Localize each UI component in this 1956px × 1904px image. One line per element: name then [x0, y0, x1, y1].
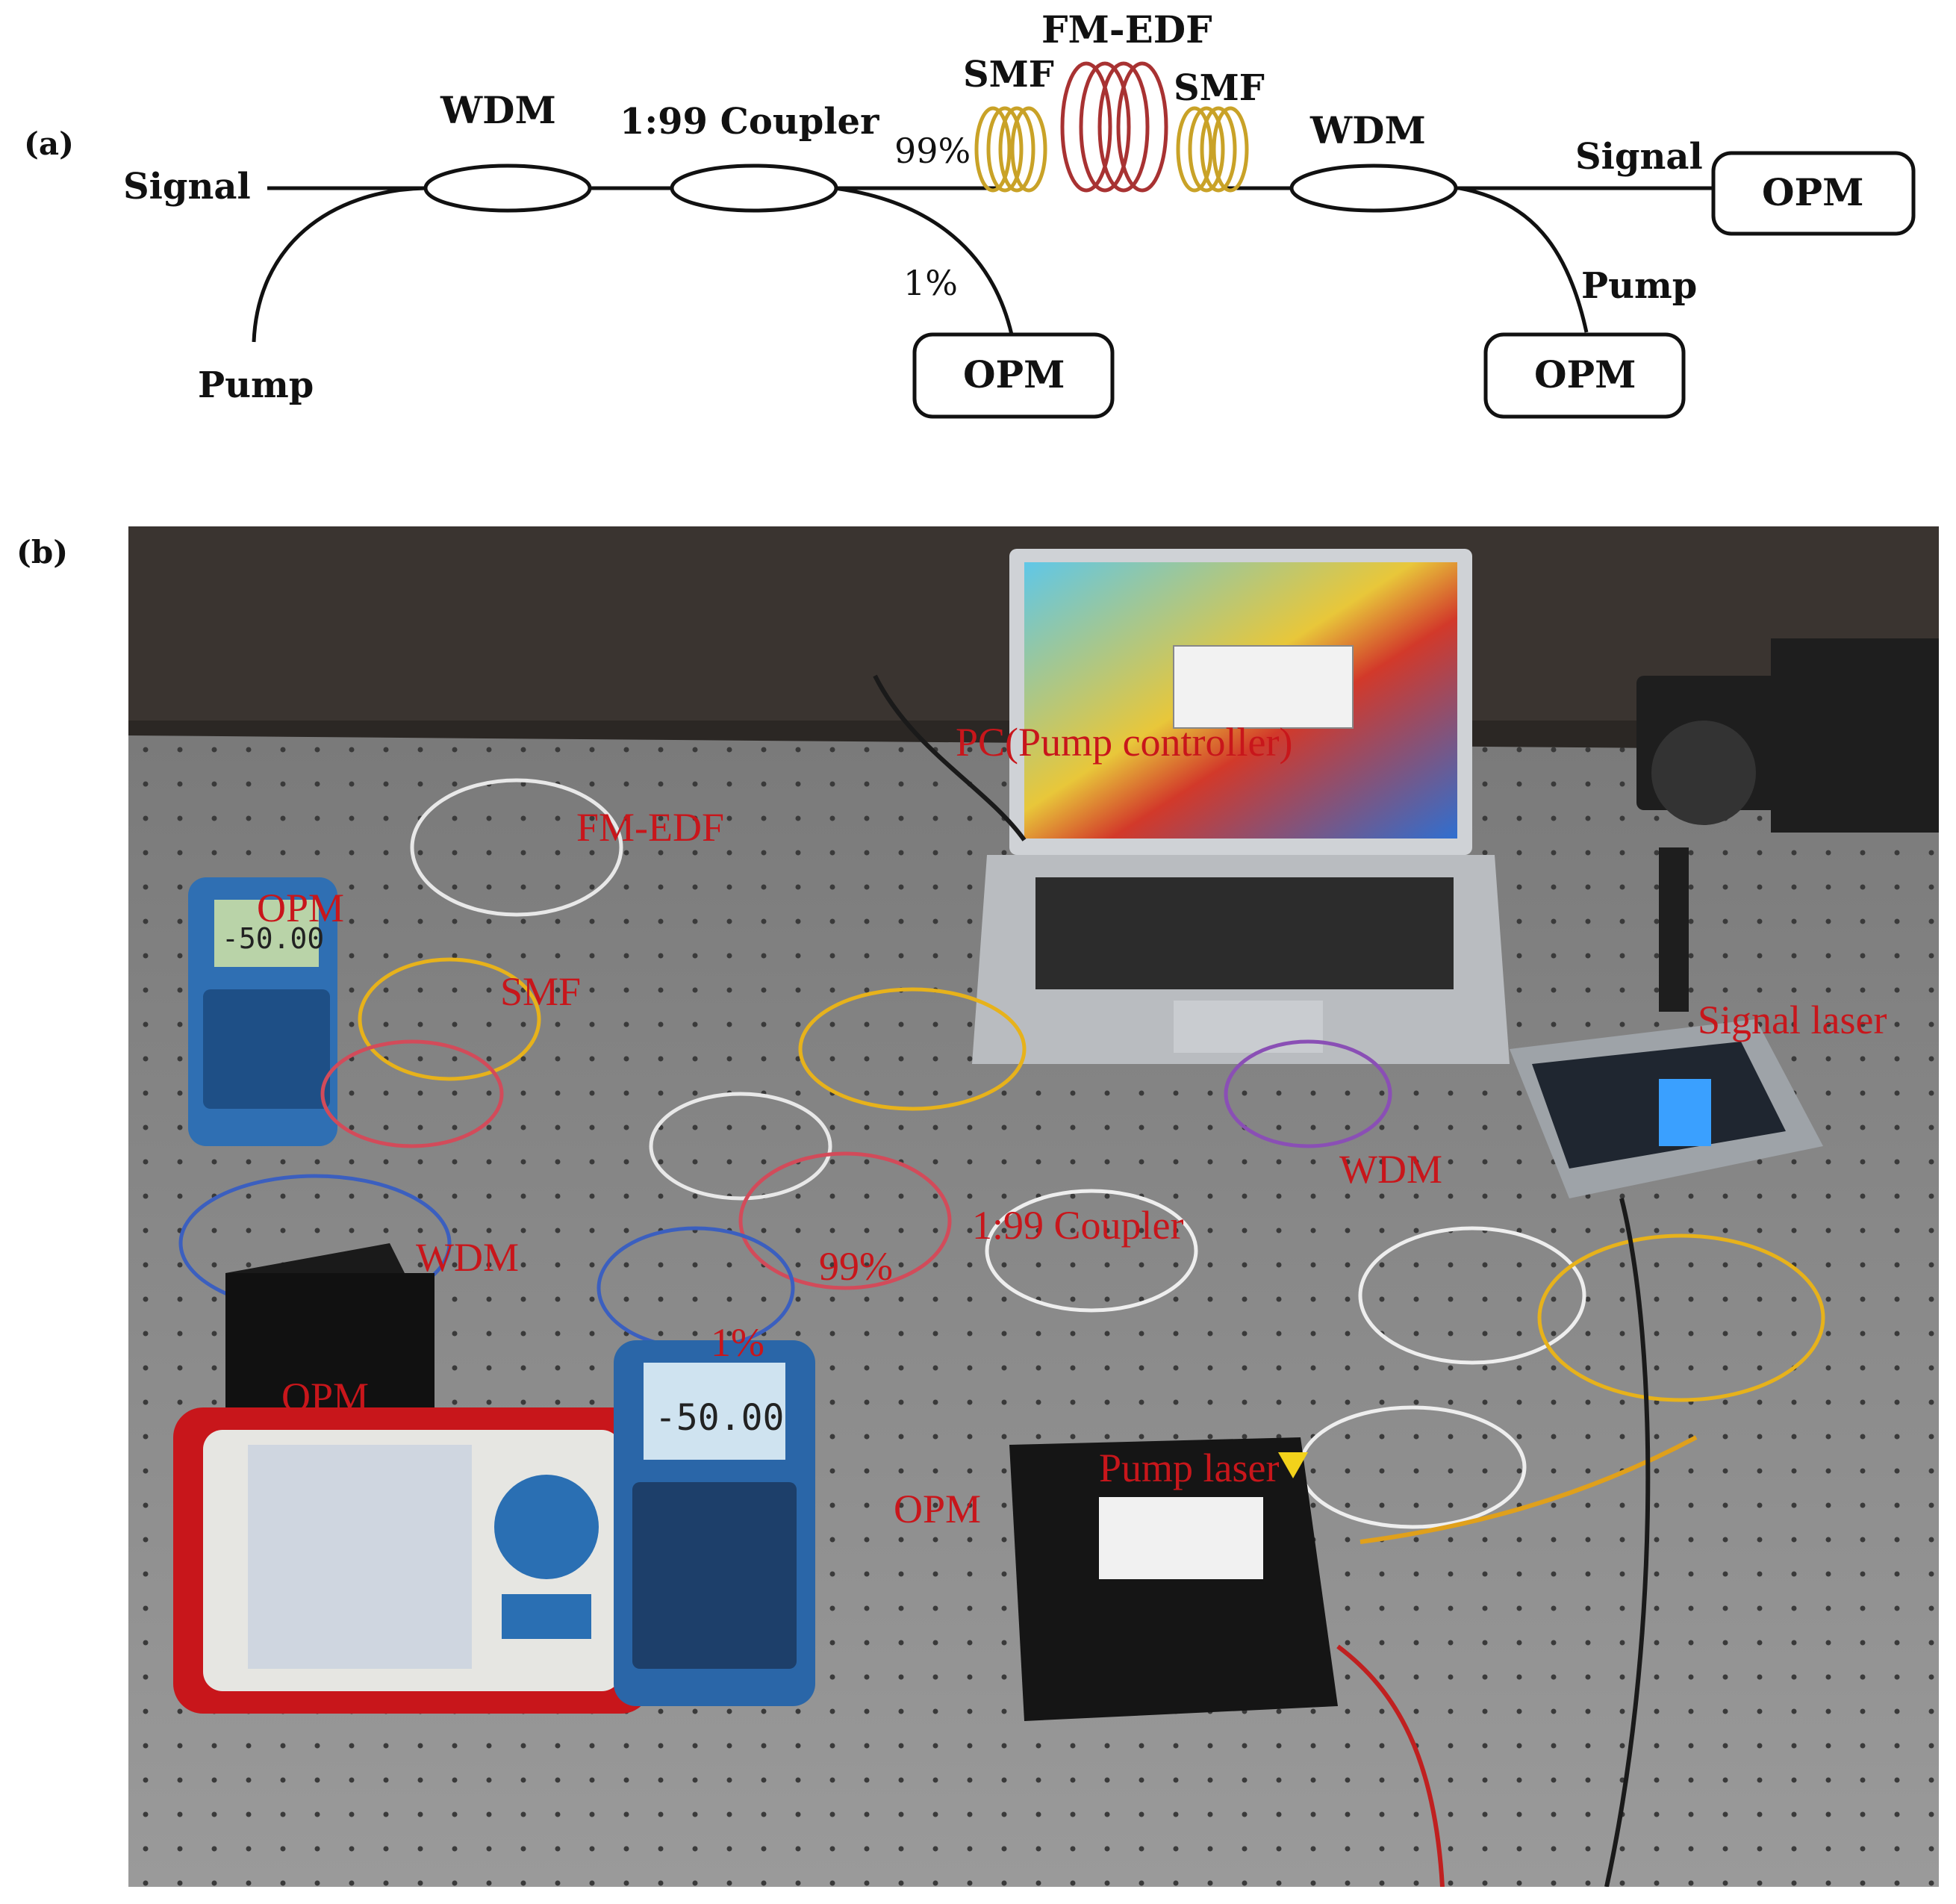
coupler-99-coil-photo	[738, 1151, 952, 1290]
signal-output-label: Signal	[1575, 136, 1703, 178]
pump-laser	[1009, 1437, 1338, 1721]
fm-edf-label: FM-EDF	[1041, 7, 1212, 52]
photo-label-signal-laser: Signal laser	[1698, 998, 1887, 1042]
panel-a-label: (a)	[24, 125, 74, 162]
wdm-left-label: WDM	[440, 88, 556, 132]
coupler-label: 1:99 Coupler	[620, 101, 879, 143]
photo-illustration: -50.00	[128, 526, 1939, 1887]
optical-mount	[1636, 638, 1939, 1012]
schematic-lines	[252, 61, 1916, 419]
smf-right-coil	[1176, 106, 1249, 193]
fm-edf-coil	[1060, 61, 1168, 193]
photo-label-wdm-left: WDM	[416, 1235, 519, 1280]
photo-label-opm-bottom: OPM	[894, 1487, 982, 1531]
photo-label-coupler: 1:99 Coupler	[972, 1203, 1184, 1248]
opm-signal-box	[1711, 151, 1916, 236]
photo-label-pc: PC(Pump controller)	[956, 720, 1293, 765]
wdm-right-label: WDM	[1310, 108, 1426, 152]
opm-coupler-label: OPM	[963, 352, 1065, 396]
opm1-reading: -50.00	[222, 922, 324, 955]
opm-top-left: -50.00	[188, 877, 337, 1146]
opm-bottom: -50.00	[614, 1340, 815, 1706]
opm-pump-label: OPM	[1534, 352, 1636, 396]
signal-laser	[1510, 1019, 1823, 1198]
pct-1-label: 1%	[903, 263, 958, 303]
photo-label-opm-top-left: OPM	[257, 886, 345, 930]
opm-coupler-box	[912, 332, 1115, 419]
pct-99-label: 99%	[894, 131, 971, 171]
fm-edf-coil-photo	[410, 778, 623, 917]
signal-input-label: Signal	[123, 166, 251, 208]
smf-coil-photo	[358, 957, 541, 1081]
smf-left-label: SMF	[963, 54, 1054, 96]
pump-output-branch	[1459, 186, 1589, 333]
wdm-right-ellipse	[1289, 164, 1458, 213]
smf-left-coil	[974, 106, 1047, 193]
photo-label-wdm-right: WDM	[1339, 1147, 1442, 1192]
pump-input-label: Pump	[198, 364, 314, 406]
opm-signal-label: OPM	[1762, 170, 1864, 214]
opm-pump-box	[1483, 332, 1686, 419]
lab-setup-photo: -50.00	[128, 526, 1939, 1887]
opm-black	[225, 1243, 435, 1422]
pump-input-curve	[252, 186, 426, 343]
photo-label-fm-edf: FM-EDF	[576, 805, 725, 850]
coupler-1pct-branch	[834, 186, 1014, 335]
wdm-left-ellipse	[423, 164, 592, 213]
opm2-reading: -50.00	[655, 1397, 784, 1439]
laptop	[972, 549, 1510, 1064]
photo-label-1pct: 1%	[711, 1320, 764, 1365]
opm-red	[173, 1407, 651, 1714]
wdm-coil-photo	[1224, 1039, 1392, 1148]
panel-b-label: (b)	[16, 534, 69, 570]
photo-label-opm-black: OPM	[281, 1375, 370, 1419]
pump-output-label: Pump	[1581, 265, 1698, 307]
photo-label-smf: SMF	[500, 969, 582, 1014]
coupler-ellipse	[670, 164, 838, 213]
photo-label-pump-laser: Pump laser	[1099, 1446, 1280, 1490]
photo-label-99pct: 99%	[819, 1244, 893, 1289]
smf-right-label: SMF	[1174, 67, 1265, 109]
